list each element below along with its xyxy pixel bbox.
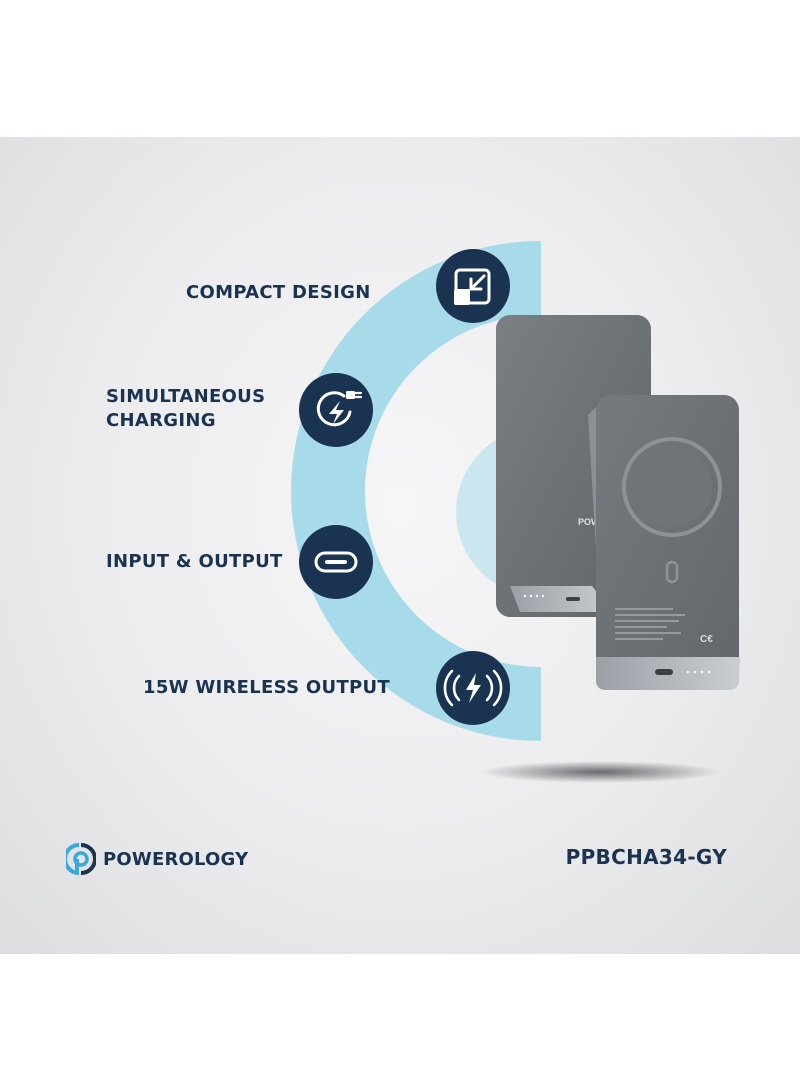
device-shadow xyxy=(480,761,720,783)
svg-text:C€: C€ xyxy=(700,634,713,645)
power-bank-front: C€ xyxy=(588,395,740,690)
brand-logo: POWEROLOGY xyxy=(66,843,248,875)
compact-arrow-icon xyxy=(436,249,510,323)
feature-label-input-output: INPUT & OUTPUT xyxy=(106,551,283,572)
model-code: PPBCHA34-GY xyxy=(565,845,727,869)
plug-charging-icon xyxy=(299,373,373,447)
product-illustration: POWEROLOGY C€ xyxy=(291,241,740,783)
usb-port-icon xyxy=(299,525,373,599)
feature-label-wireless-output: 15W WIRELESS OUTPUT xyxy=(143,677,391,698)
feature-label-compact-design: COMPACT DESIGN xyxy=(186,282,371,303)
wireless-charging-icon xyxy=(436,651,510,725)
feature-label-simultaneous-charging: SIMULTANEOUS CHARGING xyxy=(106,386,266,431)
product-banner: POWEROLOGY C€ xyxy=(0,137,800,954)
powerology-logo-icon xyxy=(66,843,96,875)
brand-name: POWEROLOGY xyxy=(103,848,249,870)
